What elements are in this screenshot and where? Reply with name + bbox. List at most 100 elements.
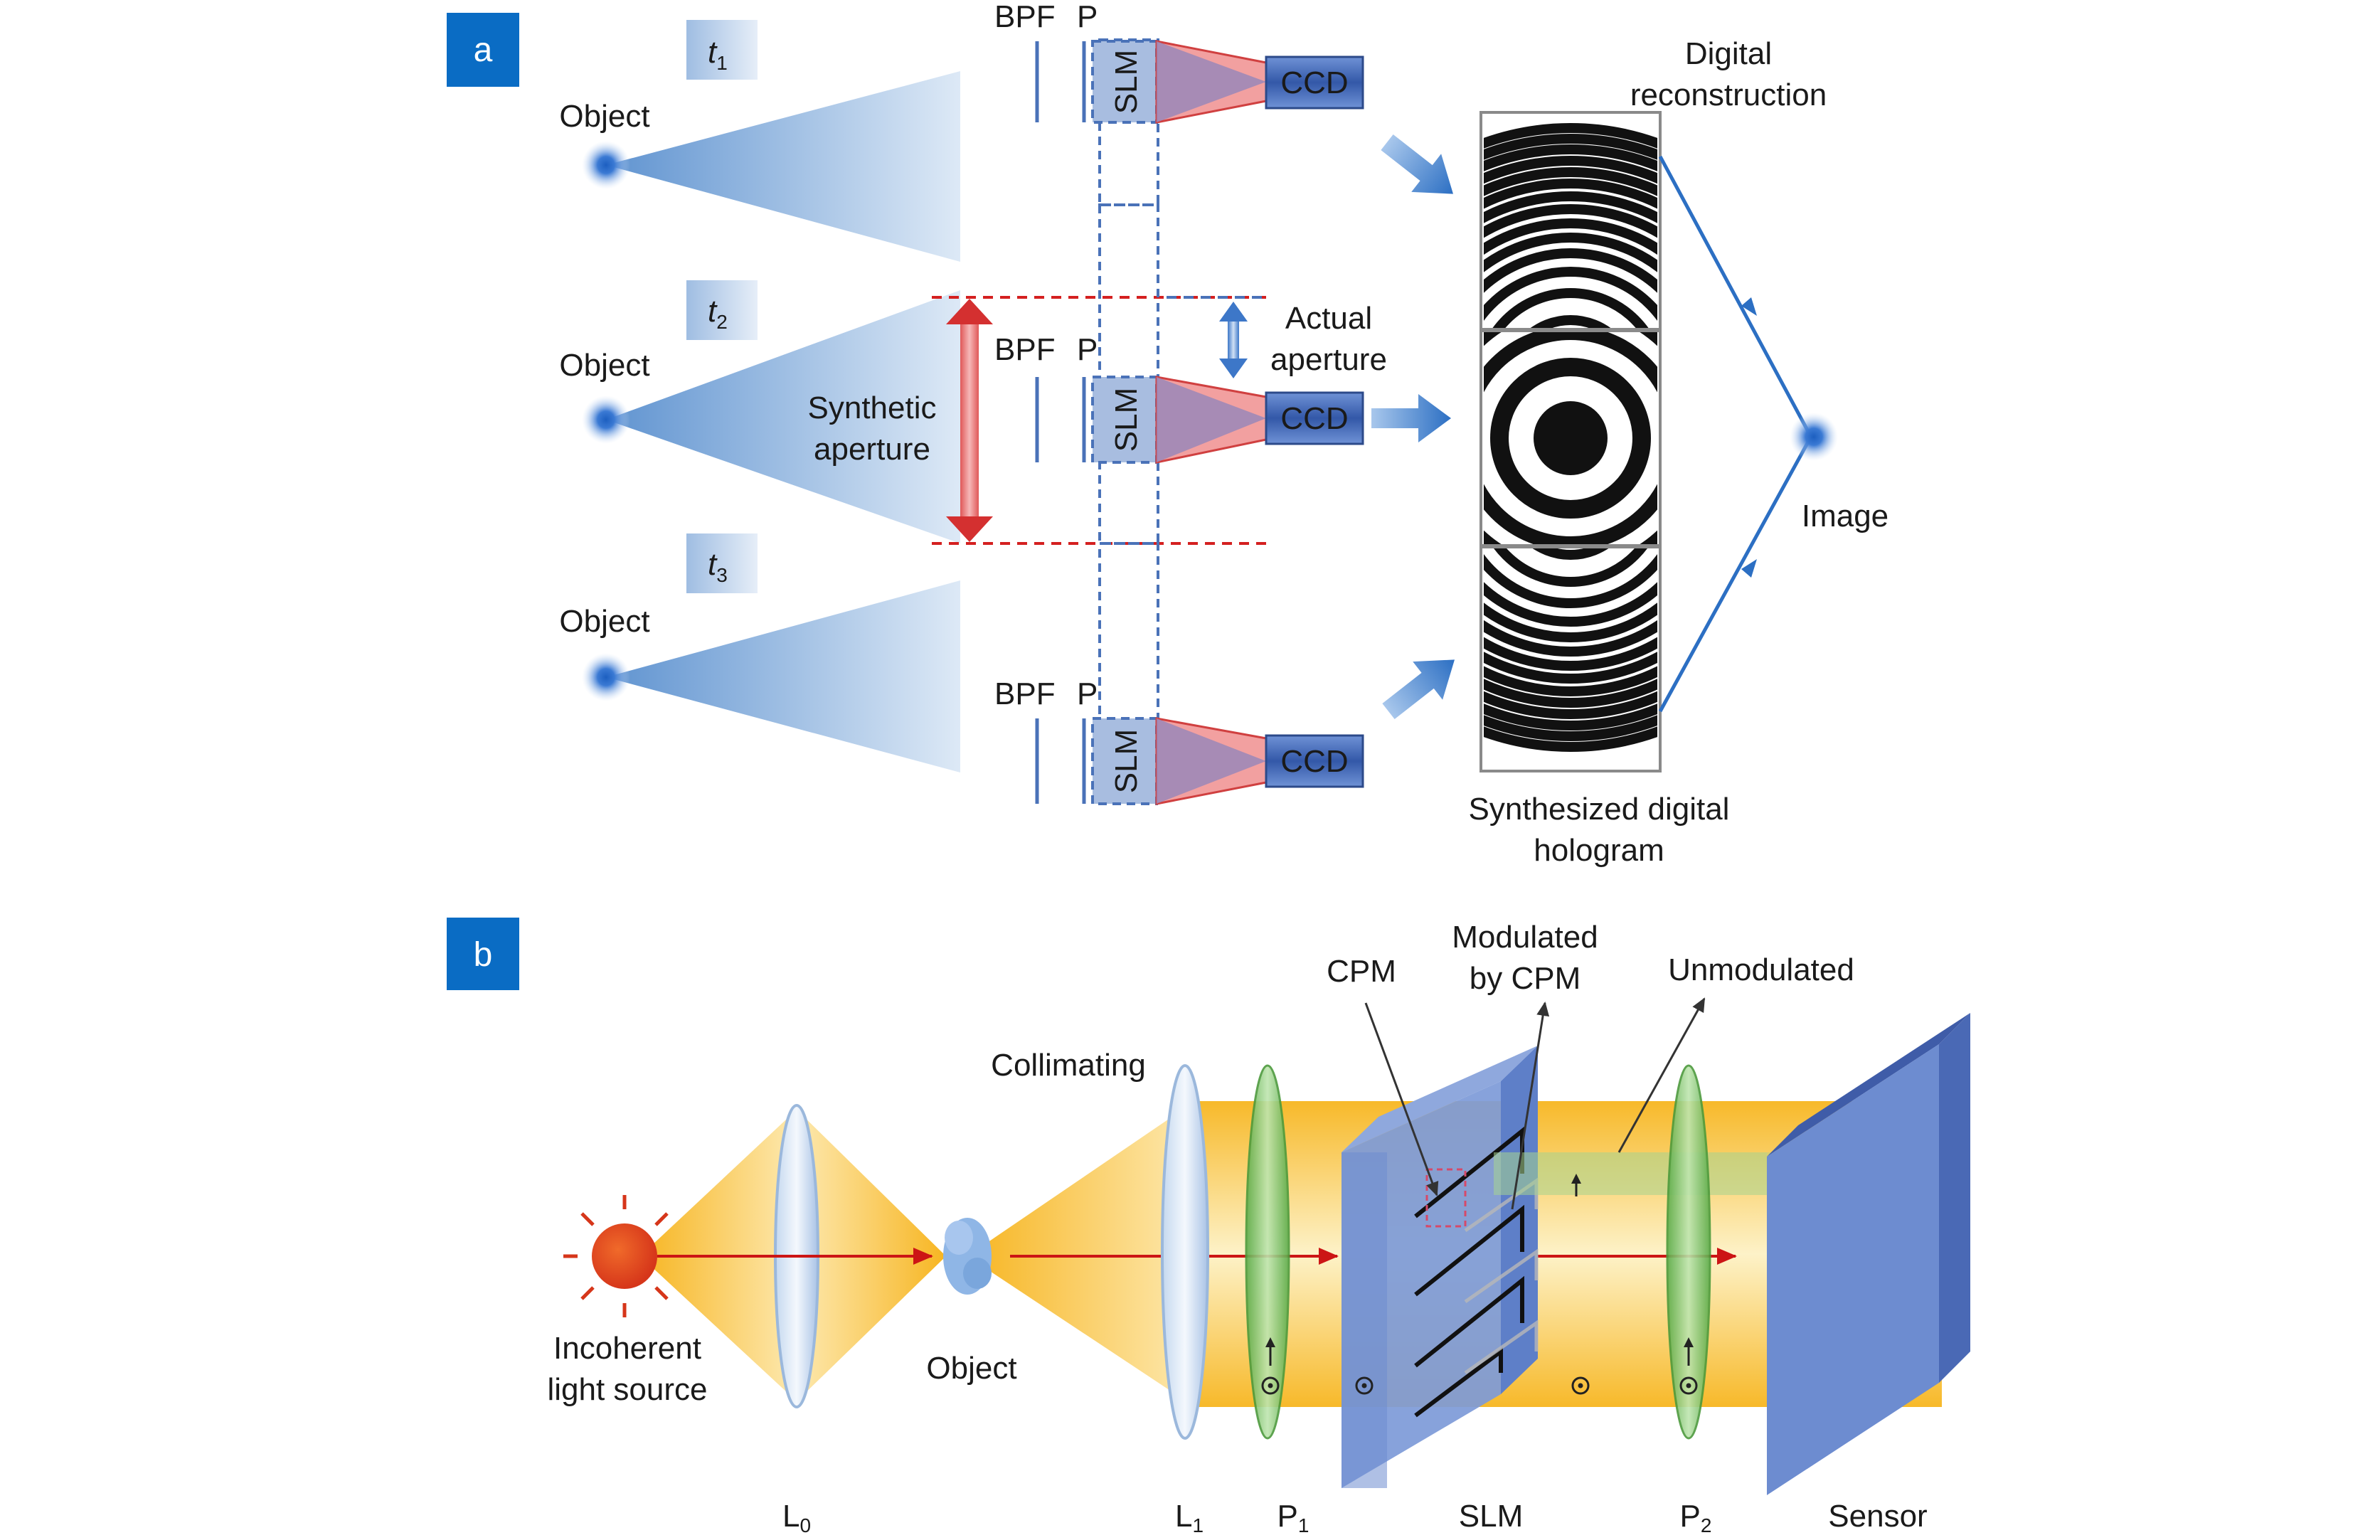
p-label-2: P	[1077, 332, 1098, 367]
slm-b-label: SLM	[1459, 1499, 1523, 1534]
modulated-label-1: Modulated	[1452, 920, 1598, 955]
ccd-label-2: CCD	[1280, 401, 1348, 436]
lens-l0-main: L	[782, 1499, 799, 1534]
panel-b-tag	[447, 918, 519, 990]
time-tab-3: t3	[686, 533, 758, 593]
synthetic-aperture-arrow	[946, 299, 993, 542]
object-point-2	[582, 395, 630, 444]
slm-element-1	[1091, 40, 1158, 124]
polarizer-p1-main: P	[1277, 1499, 1298, 1534]
optical-train-2: BPF P SLM CCD	[994, 332, 1364, 464]
polarization-arrow-p2	[1684, 1337, 1694, 1366]
lens-l0-label: L0	[782, 1499, 811, 1536]
incoherent-light-source	[563, 1195, 669, 1317]
optical-train-1: BPF P SLM CCD	[994, 0, 1364, 124]
actual-aperture-arrow	[1219, 302, 1248, 378]
unmodulated-callout-arrow	[1617, 997, 1706, 1153]
svg-text:t3: t3	[708, 547, 728, 586]
polarizer-p1-label: P1	[1277, 1499, 1309, 1536]
ccd-label-3: CCD	[1280, 744, 1348, 779]
time-tab-3-sub: 3	[716, 564, 728, 586]
svg-text:t1: t1	[708, 35, 728, 74]
panel-a: a t1 t2 t3 Object Object Object	[447, 0, 1888, 868]
time-tab-1-sub: 1	[716, 52, 728, 74]
arrow-to-hologram-3	[1382, 659, 1455, 720]
light-cone-2	[606, 290, 960, 543]
p-label-3: P	[1077, 676, 1098, 711]
actual-aperture-label-1: Actual	[1285, 301, 1372, 336]
slm-b	[1342, 1046, 1538, 1488]
polarization-dot-mid	[1571, 1376, 1590, 1395]
object-label-1: Object	[559, 99, 649, 134]
lens-l1-main: L	[1175, 1499, 1192, 1534]
ccd-element-2	[1265, 391, 1364, 445]
object-label-b: Object	[926, 1351, 1016, 1386]
arrow-to-hologram-1	[1381, 134, 1453, 194]
time-tab-3-letter: t	[708, 547, 718, 582]
incoherent-source-label-2: light source	[547, 1372, 707, 1407]
arrow-to-hologram-2	[1371, 394, 1451, 442]
polarizer-p1	[1245, 1064, 1290, 1440]
object-label-2: Object	[559, 348, 649, 383]
svg-text:t2: t2	[708, 294, 728, 333]
cpm-label: CPM	[1327, 954, 1396, 989]
polarizer-p2	[1666, 1064, 1711, 1440]
hologram-section-middle	[1484, 331, 1657, 545]
polarizer-p1-sub: 1	[1298, 1514, 1309, 1536]
polarizer-p2-label: P2	[1680, 1499, 1712, 1536]
cone-object-to-l1	[967, 1101, 1195, 1407]
bpf-label-3: BPF	[994, 676, 1056, 711]
slm-label-2: SLM	[1109, 388, 1144, 452]
lens-l0-sub: 0	[799, 1514, 811, 1536]
modulated-label-2: by CPM	[1470, 961, 1581, 996]
time-tab-2-letter: t	[708, 294, 718, 329]
optical-train-3: BPF P SLM CCD	[994, 676, 1364, 805]
sensor	[1767, 1013, 1970, 1495]
time-tab-1-letter: t	[708, 35, 718, 70]
object-point-1	[582, 141, 630, 189]
collimating-label: Collimating	[991, 1048, 1146, 1083]
unmodulated-label: Unmodulated	[1668, 952, 1854, 987]
digital-reconstruction-label-1: Digital	[1685, 36, 1772, 71]
sensor-label: Sensor	[1828, 1499, 1927, 1534]
incoherent-source-label-1: Incoherent	[553, 1331, 701, 1366]
modulated-callout-arrow	[1511, 1002, 1550, 1210]
ccd-element-3	[1265, 734, 1364, 788]
actual-aperture-label-2: aperture	[1270, 342, 1387, 377]
bpf-label-2: BPF	[994, 332, 1056, 367]
polarization-dot-p1	[1261, 1376, 1280, 1395]
p-label-1: P	[1077, 0, 1098, 34]
panel-b: b Incoherent light source L0	[447, 918, 1970, 1536]
unmodulated-beam	[1494, 1152, 1767, 1195]
image-point	[1790, 413, 1838, 461]
time-tab-2-sub: 2	[716, 311, 728, 333]
reconstruction-rays	[1658, 155, 1813, 713]
bpf-label-1: BPF	[994, 0, 1056, 34]
synthetic-aperture-label-1: Synthetic	[808, 391, 937, 425]
polarizer-p2-main: P	[1680, 1499, 1701, 1534]
cpm-highlight-box	[1425, 1168, 1467, 1228]
time-tab-1: t1	[686, 20, 758, 80]
panel-a-tag	[447, 13, 519, 87]
light-cone-1	[606, 71, 960, 262]
synthesized-hologram-label-2: hologram	[1534, 833, 1664, 868]
polarization-dot-slm	[1355, 1376, 1374, 1395]
light-cone-3	[606, 580, 960, 772]
panel-b-tag-label: b	[474, 936, 493, 974]
ccd-element-1	[1265, 55, 1364, 110]
lens-l1-sub: 1	[1192, 1514, 1204, 1536]
polarizer-p2-sub: 2	[1701, 1514, 1712, 1536]
polarization-arrow-p1	[1265, 1337, 1275, 1366]
cpm-callout-arrow	[1364, 1002, 1439, 1196]
lens-l1	[1161, 1064, 1209, 1440]
object-point-3	[582, 653, 630, 701]
object-sample	[943, 1218, 992, 1295]
image-label: Image	[1802, 499, 1888, 533]
lens-l1-label: L1	[1175, 1499, 1204, 1536]
slm-element-3	[1091, 717, 1158, 805]
synthetic-aperture-label-2: aperture	[814, 432, 930, 467]
hologram-section-top	[1484, 123, 1657, 329]
slm-label-1: SLM	[1109, 50, 1144, 114]
synthesized-hologram-label-1: Synthesized digital	[1469, 792, 1730, 827]
